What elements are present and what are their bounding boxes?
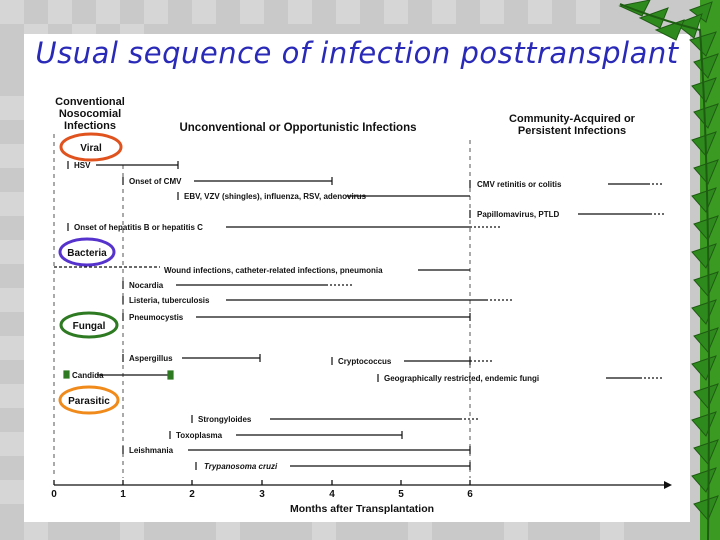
tick-4: 4 [329, 489, 335, 500]
row-ebv: EBV, VZV (shingles), influenza, RSV, ade… [184, 192, 367, 201]
tick-1: 1 [120, 489, 126, 500]
row-cmv-retinitis: CMV retinitis or colitis [477, 180, 562, 189]
tick-3: 3 [259, 489, 265, 500]
x-axis: 0 1 2 3 4 5 6 Months after Transplantati… [51, 480, 672, 515]
row-geo-fungi: Geographically restricted, endemic fungi [384, 374, 539, 383]
row-papillomavirus: Papillomavirus, PTLD [477, 210, 559, 219]
row-aspergillus: Aspergillus [129, 354, 173, 363]
group-bacteria: Bacteria [67, 248, 107, 259]
row-onset-cmv: Onset of CMV [129, 177, 182, 186]
timeline-bars [54, 161, 666, 470]
title-box [24, 34, 690, 86]
ellipse-parasitic [58, 385, 120, 415]
row-leishmania: Leishmania [129, 446, 174, 455]
leaf-decoration [618, 0, 720, 540]
row-nocardia: Nocardia [129, 281, 164, 290]
x-axis-label: Months after Transplantation [290, 503, 434, 515]
row-candida: Candida [72, 371, 104, 380]
header-conventional-3: Infections [64, 120, 116, 132]
tick-2: 2 [189, 489, 195, 500]
dashed-guides [53, 134, 471, 478]
row-cryptococcus: Cryptococcus [338, 357, 392, 366]
group-labels: Viral Bacteria Fungal Parasitic [58, 132, 123, 415]
row-labels: HSV Onset of CMV EBV, VZV (shingles), in… [72, 161, 562, 471]
x-axis-arrow [664, 481, 672, 489]
row-strongyloides: Strongyloides [198, 415, 252, 424]
ellipse-bacteria [58, 237, 116, 267]
tick-0: 0 [51, 489, 57, 500]
row-onset-hepatitis: Onset of hepatitis B or hepatitis C [74, 223, 203, 232]
header-conventional-2: Nosocomial [59, 108, 121, 120]
row-trypanosoma: Trypanosoma cruzi [204, 462, 278, 471]
header-community-2: Persistent Infections [518, 125, 626, 137]
header-community-1: Community-Acquired or [509, 113, 636, 125]
group-parasitic: Parasitic [68, 396, 110, 407]
row-hsv: HSV [74, 161, 91, 170]
tick-6: 6 [467, 489, 473, 500]
row-toxoplasma: Toxoplasma [176, 431, 223, 440]
ellipse-fungal [59, 311, 119, 339]
row-pneumocystis: Pneumocystis [129, 313, 184, 322]
ellipse-viral [59, 132, 123, 162]
row-wound: Wound infections, catheter-related infec… [164, 266, 383, 275]
row-listeria: Listeria, tuberculosis [129, 296, 210, 305]
headers: Conventional Nosocomial Infections Uncon… [55, 96, 635, 137]
figure-panel [24, 86, 690, 522]
tick-5: 5 [398, 489, 404, 500]
header-unconventional: Unconventional or Opportunistic Infectio… [179, 122, 416, 134]
group-fungal: Fungal [73, 321, 106, 332]
slide-title: Usual sequence of infection posttranspla… [35, 36, 679, 70]
header-conventional-1: Conventional [55, 96, 125, 108]
group-viral: Viral [80, 143, 102, 154]
